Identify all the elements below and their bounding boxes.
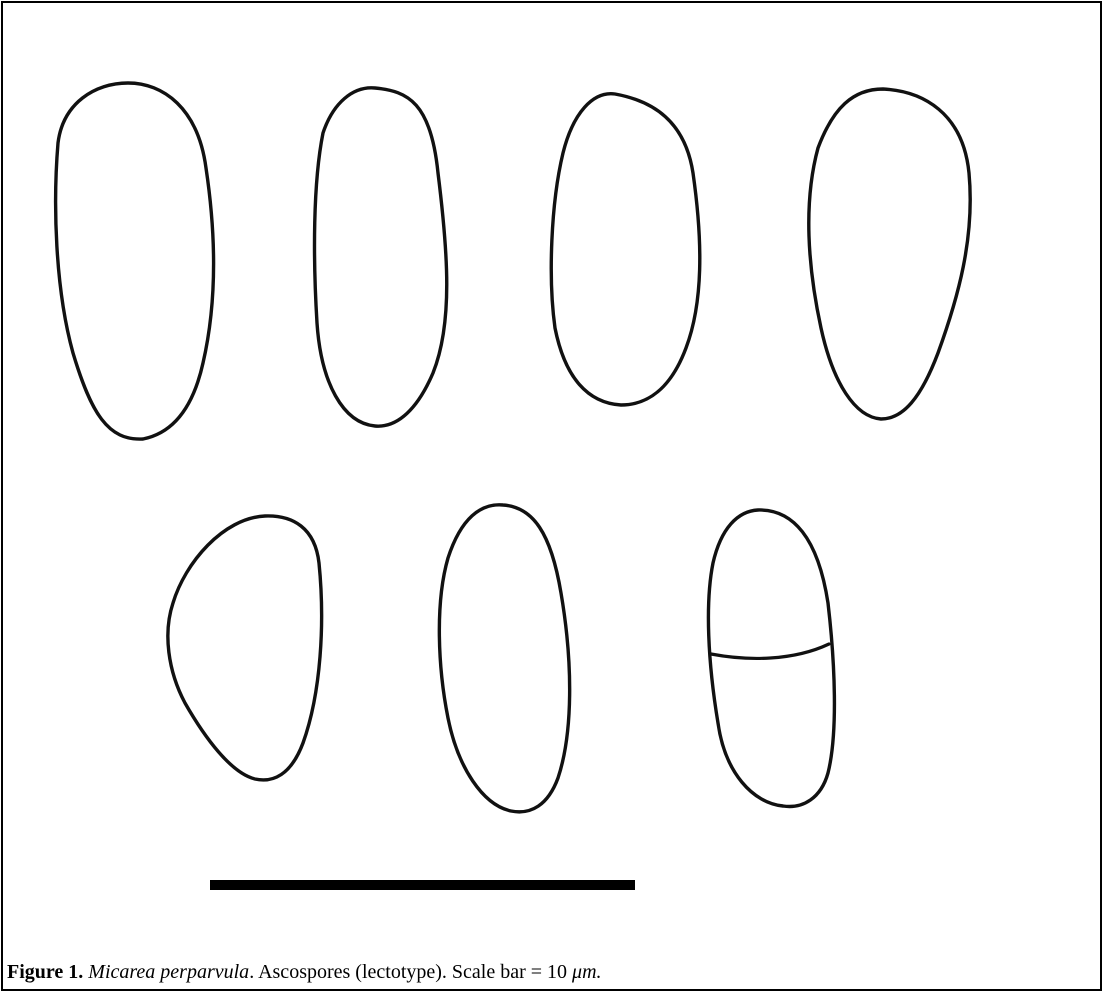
figure-caption: Figure 1. Micarea perparvula. Ascospores… (7, 960, 602, 984)
ascospore-6 (439, 505, 569, 812)
ascospore-4 (809, 89, 970, 419)
ascospore-3 (551, 94, 700, 405)
caption-species: Micarea perparvula (88, 961, 249, 983)
caption-description: . Ascospores (lectotype). Scale bar = 10 (249, 961, 572, 983)
ascospore-1 (56, 83, 214, 439)
spore-septum (711, 644, 829, 658)
caption-label: Figure 1. (7, 961, 83, 983)
ascospore-2 (315, 88, 447, 426)
caption-unit: μm. (572, 961, 601, 983)
ascospore-drawing (3, 3, 1102, 958)
scale-bar (210, 880, 635, 890)
ascospore-5 (168, 516, 322, 780)
